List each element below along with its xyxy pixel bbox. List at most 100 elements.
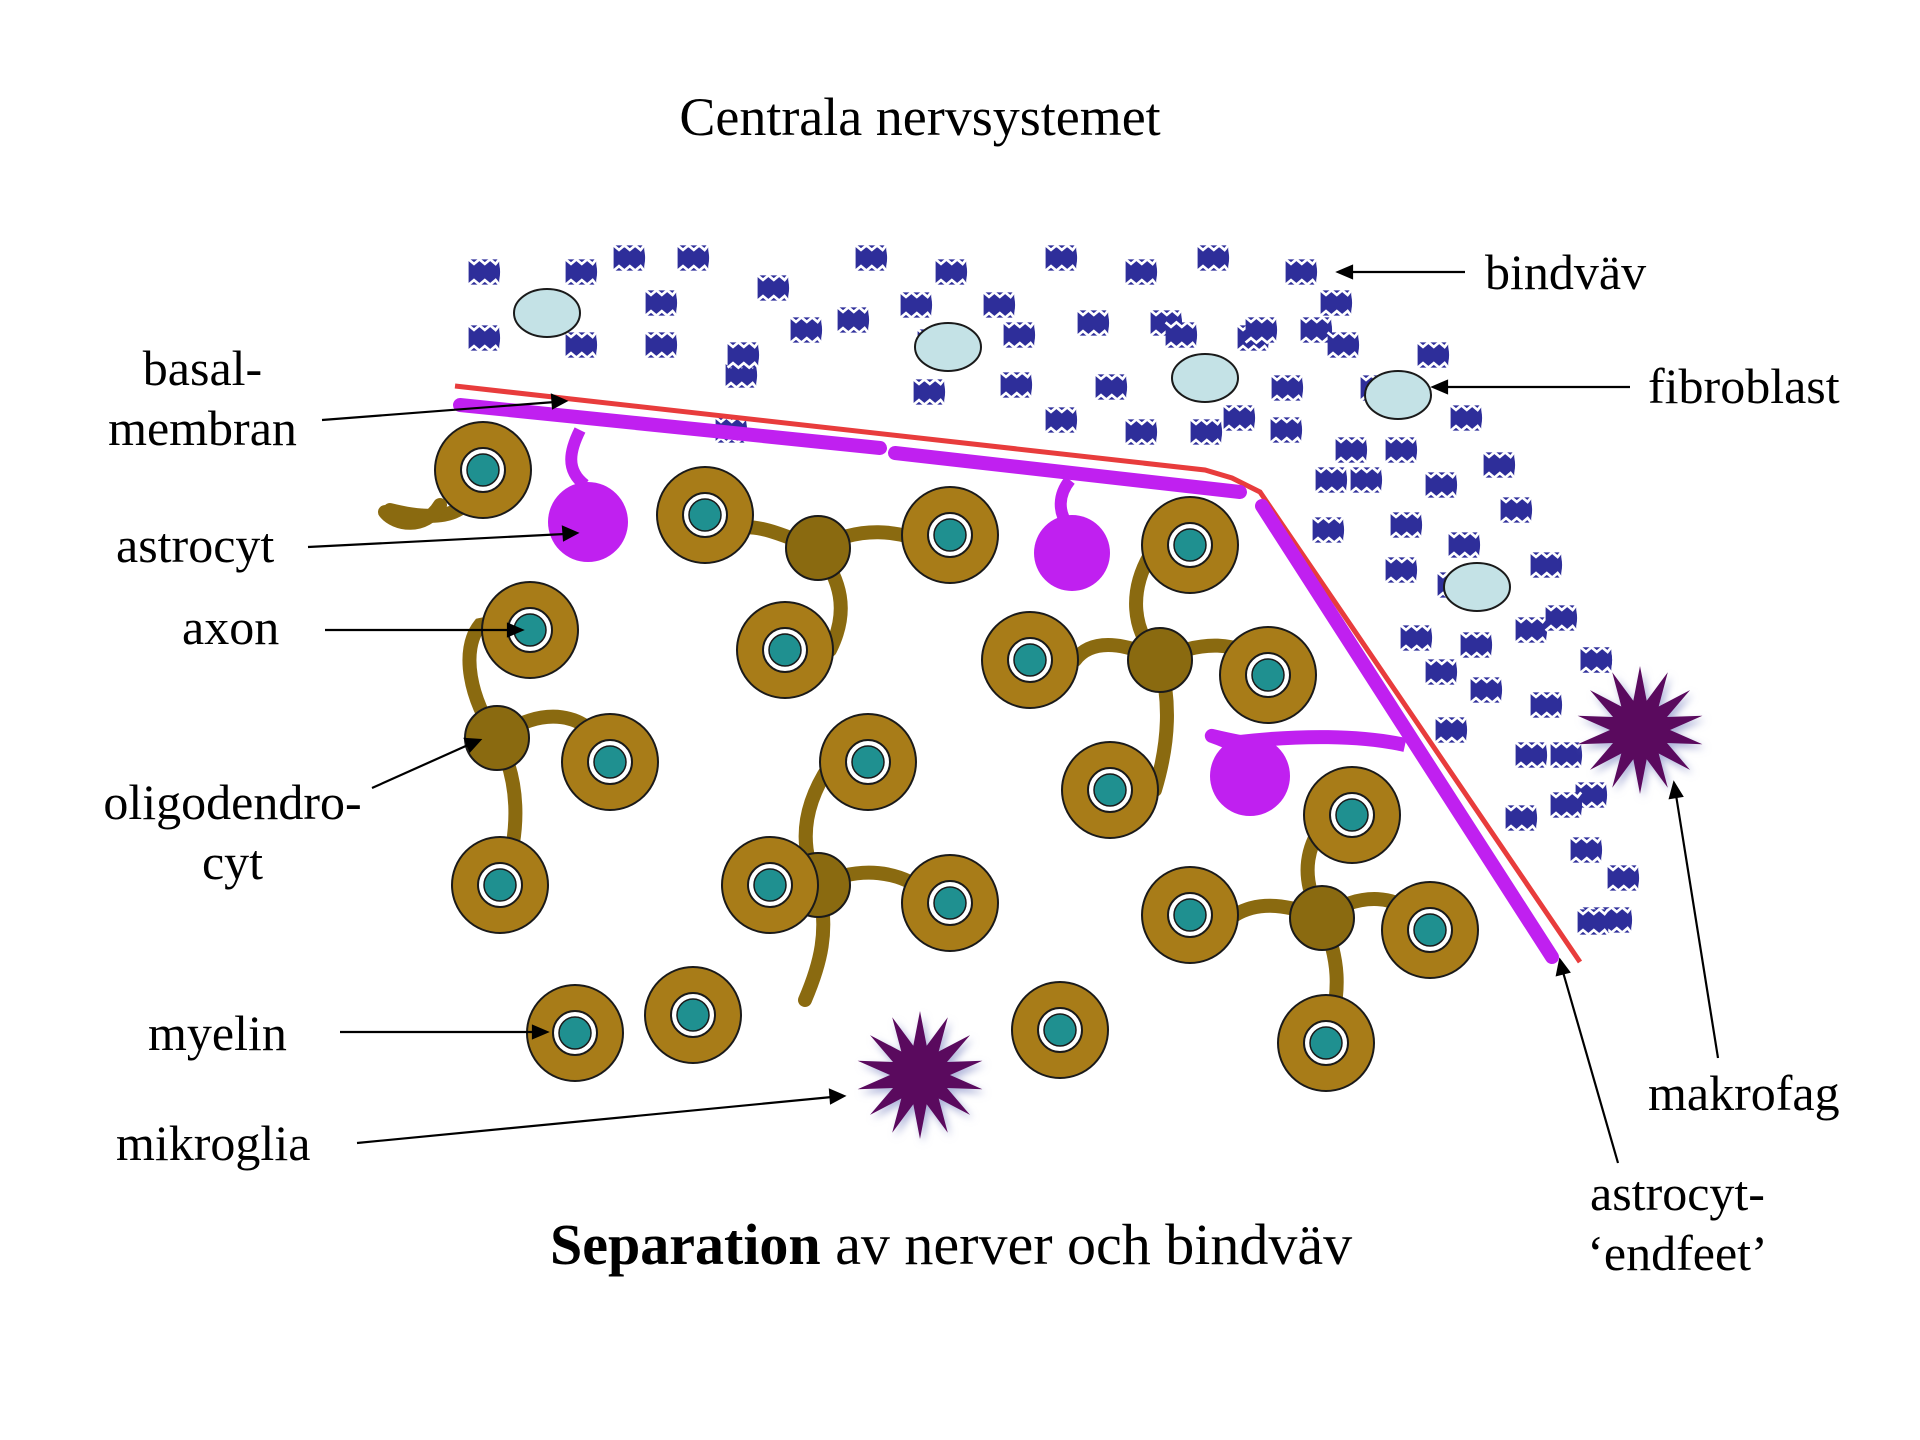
myelinated-axon	[1011, 981, 1109, 1079]
collagen-fiber	[1270, 374, 1305, 402]
collagen-fiber	[1449, 404, 1484, 432]
collagen-fiber	[1504, 804, 1539, 832]
collagen-fiber	[1319, 289, 1354, 317]
collagen-fiber	[644, 331, 679, 359]
collagen-fiber	[1549, 791, 1584, 819]
collagen-fiber	[1434, 716, 1469, 744]
caption: Separation av nerver och bindväv	[550, 1210, 1352, 1280]
myelinated-axon	[819, 713, 917, 811]
collagen-fiber	[1094, 373, 1129, 401]
collagen-fiber	[1576, 908, 1611, 936]
collagen-fiber	[1569, 836, 1604, 864]
label-myelin: myelin	[148, 1005, 287, 1061]
collagen-fiber	[1499, 496, 1534, 524]
myelinated-axon	[656, 466, 754, 564]
collagen-fiber	[854, 244, 889, 272]
oligodendrocyte-cell	[1127, 627, 1193, 693]
collagen-fiber	[934, 258, 969, 286]
collagen-fiber	[1044, 244, 1079, 272]
fibroblast-cell	[513, 288, 581, 338]
collagen-fiber	[1284, 258, 1319, 286]
collagen-fiber	[1529, 691, 1564, 719]
collagen-fiber	[1579, 646, 1614, 674]
caption-rest: av nerver och bindväv	[820, 1212, 1353, 1277]
macrophage-cell	[1577, 666, 1706, 798]
myelinated-axon	[721, 836, 819, 934]
collagen-fiber	[1349, 466, 1384, 494]
label-line: basal-	[142, 340, 263, 396]
collagen-fiber	[1416, 341, 1451, 369]
microglia-cell	[857, 1011, 986, 1143]
collagen-fiber	[1311, 516, 1346, 544]
collagen-fiber	[1514, 741, 1549, 769]
oligodendrocyte-cell	[785, 515, 851, 581]
label-mikroglia: mikroglia	[116, 1115, 311, 1171]
collagen-fiber	[1529, 551, 1564, 579]
label-axon: axon	[182, 599, 280, 655]
myelinated-axons	[378, 421, 1479, 1092]
collagen-fiber	[836, 306, 871, 334]
myelinated-axon	[434, 421, 532, 519]
collagen-fiber	[1544, 604, 1579, 632]
fibroblasts	[513, 288, 1511, 612]
collagen-fiber	[1514, 616, 1549, 644]
label-line: membran	[108, 400, 297, 456]
collagen-fiber	[1424, 471, 1459, 499]
collagen-fiber	[982, 291, 1017, 319]
caption-bold: Separation	[550, 1212, 821, 1277]
fibroblast-cell	[1443, 562, 1511, 612]
astrocyte-cell	[1210, 736, 1290, 816]
label-line: astrocyt-	[1590, 1165, 1765, 1221]
collagen-fiber	[1044, 406, 1079, 434]
collagen-fiber	[644, 289, 679, 317]
fibroblast-cell	[914, 322, 982, 372]
collagen-fiber	[467, 258, 502, 286]
label-basalmembran: basal- membran	[95, 338, 310, 458]
label-oligodendrocyt: oligodendro- cyt	[90, 772, 375, 892]
collagen-fiber	[1482, 451, 1517, 479]
astrocyte-cell	[548, 482, 628, 562]
label-line: cyt	[201, 834, 264, 890]
myelinated-axon	[644, 966, 742, 1064]
collagen-fiber	[1447, 531, 1482, 559]
fibroblast-cell	[1171, 353, 1239, 403]
collagen-fiber	[1222, 404, 1257, 432]
label-line: oligodendro-	[103, 774, 362, 830]
label-astrocyt: astrocyt	[116, 517, 275, 573]
diagram-title: Centrala nervsystemet	[679, 87, 1161, 147]
oligodendrocyte-process	[378, 498, 447, 530]
collagen-fiber	[899, 291, 934, 319]
astrocytes	[548, 427, 1407, 816]
collagen-fiber	[999, 371, 1034, 399]
collagen-fiber	[1549, 741, 1584, 769]
collagen-fiber	[1269, 416, 1304, 444]
collagen-fiber	[676, 244, 711, 272]
collagen-fiber	[612, 244, 647, 272]
collagen-fiber	[1384, 556, 1419, 584]
oligodendrocyte-cell	[464, 705, 530, 771]
myelinated-axon	[981, 611, 1079, 709]
immune-cells	[857, 666, 1706, 1143]
collagen-fiber	[912, 378, 947, 406]
collagen-fiber	[1002, 321, 1037, 349]
myelinated-axon	[901, 486, 999, 584]
myelinated-axon	[481, 581, 579, 679]
collagen-fiber	[1459, 631, 1494, 659]
label-endfeet: astrocyt- ‘endfeet’	[1570, 1163, 1785, 1283]
collagen-fiber	[1076, 309, 1111, 337]
collagen-fiber	[1606, 864, 1641, 892]
collagen-fiber	[467, 324, 502, 352]
collagen-fiber	[1196, 244, 1231, 272]
basal-membrane	[454, 383, 1583, 964]
myelinated-axon	[1141, 866, 1239, 964]
collagen-fiber	[1244, 316, 1279, 344]
myelinated-axon	[1061, 741, 1159, 839]
collagen-fiber	[1334, 436, 1369, 464]
collagen-fiber	[1326, 331, 1361, 359]
collagen-fiber	[1399, 624, 1434, 652]
collagen-fiber	[789, 316, 824, 344]
label-bindvav: bindväv	[1485, 244, 1647, 300]
collagen-fiber	[1299, 316, 1334, 344]
collagen-fiber	[726, 341, 761, 369]
collagen-fiber	[1314, 466, 1349, 494]
